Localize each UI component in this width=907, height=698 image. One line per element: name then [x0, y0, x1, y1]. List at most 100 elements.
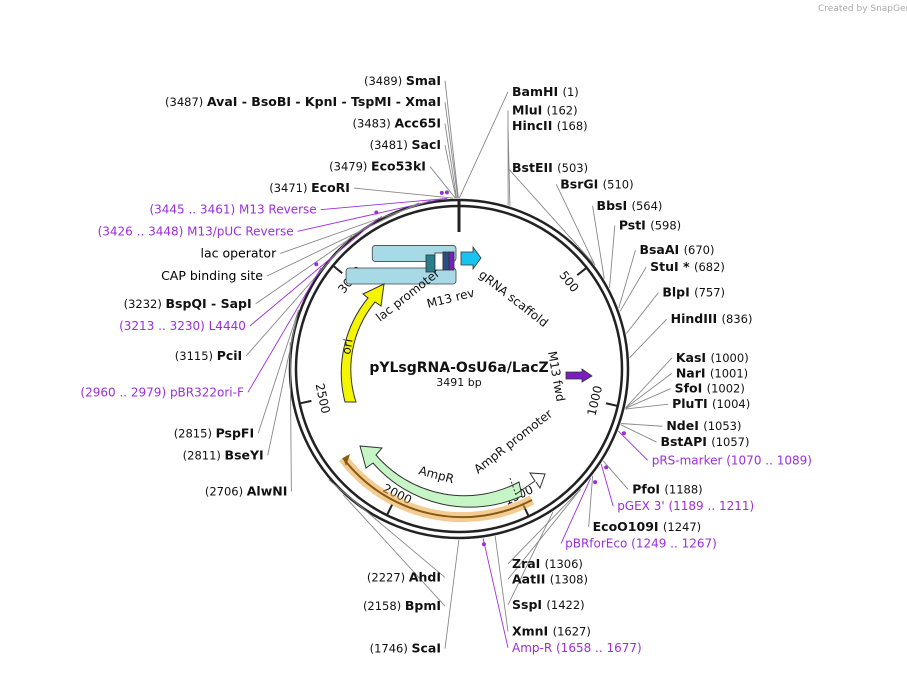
site-labels: (3489) SmaI (3487) AvaI - BsoBI - KpnI - …	[80, 73, 812, 656]
ampr-promoter-divider	[509, 477, 517, 496]
ori-feature-arrow[interactable]	[340, 283, 385, 403]
site-label-8[interactable]: (2815) PspFI	[174, 425, 254, 440]
ampr-promoter-label: AmpR promoter	[471, 407, 555, 477]
primer-label-3[interactable]: (2960 .. 2979) pBR322ori-F	[80, 385, 244, 399]
primer-label-2[interactable]: (3213 .. 3230) L4440	[119, 319, 246, 333]
site-leader-36	[494, 536, 509, 632]
site-label-7[interactable]: (3115) PciI	[175, 348, 242, 363]
boxed-feature-label: CAP binding site	[161, 268, 263, 283]
tick-label-1000: 1000	[585, 384, 606, 417]
site-label-28[interactable]: PluTI (1004)	[672, 396, 750, 411]
site-leader-2	[444, 123, 457, 199]
lac-promoter-block[interactable]	[434, 252, 444, 271]
site-label-30[interactable]: BstAPI (1057)	[660, 434, 749, 449]
site-label-0[interactable]: (3489) SmaI	[364, 73, 441, 88]
site-label-19[interactable]: BbsI (564)	[597, 198, 663, 213]
m13-fwd-arrow[interactable]	[565, 368, 593, 383]
site-label-31[interactable]: PfoI (1188)	[632, 482, 702, 497]
primer-label-1[interactable]: (3426 .. 3448) M13/pUC Reverse	[98, 224, 294, 238]
ori-label: ori	[339, 338, 355, 356]
site-label-33[interactable]: ZraI (1306)	[512, 556, 583, 571]
ampr-feature-arrow[interactable]	[359, 445, 523, 508]
tick-1000	[605, 402, 618, 407]
site-leader-9	[267, 310, 299, 456]
site-label-26[interactable]: NarI (1001)	[676, 365, 748, 380]
primer-leader-4	[618, 430, 649, 461]
site-label-18[interactable]: BsrGI (510)	[560, 176, 633, 191]
site-leader-20	[609, 225, 616, 288]
site-leader-4	[429, 166, 456, 199]
site-label-24[interactable]: HindIII (836)	[671, 311, 753, 326]
primer-site-mark-7	[481, 542, 486, 547]
site-leader-5	[353, 187, 453, 199]
tick-3000	[332, 264, 343, 274]
ampr-outline	[342, 457, 533, 519]
site-label-13[interactable]: (1746) ScaI	[370, 641, 441, 656]
grna-scaffold-label: gRNA scaffold	[476, 267, 551, 330]
site-label-17[interactable]: BstEII (503)	[512, 160, 588, 175]
site-label-14[interactable]: BamHI (1)	[512, 84, 579, 99]
site-leader-22	[619, 266, 647, 312]
boxed-feature-label: lac operator	[200, 245, 277, 260]
site-leader-6	[255, 215, 383, 305]
site-label-20[interactable]: PstI (598)	[619, 217, 681, 232]
site-label-34[interactable]: AatII (1308)	[512, 571, 588, 586]
site-label-25[interactable]: KasI (1000)	[676, 350, 749, 365]
site-label-22[interactable]: StuI * (682)	[650, 259, 725, 274]
site-label-9[interactable]: (2811) BseYI	[183, 447, 264, 462]
site-label-10[interactable]: (2706) AlwNI	[205, 483, 288, 498]
site-leader-34	[507, 489, 581, 580]
site-leader-3	[444, 145, 457, 199]
site-label-2[interactable]: (3483) Acc65I	[353, 116, 441, 131]
site-leader-32	[588, 475, 594, 527]
primer-label-5[interactable]: pGEX 3' (1189 .. 1211)	[617, 499, 754, 513]
site-label-4[interactable]: (3479) Eco53kI	[329, 159, 426, 174]
site-leader-17	[507, 167, 594, 264]
site-leader-16	[507, 125, 511, 206]
ampr-promoter-arrow[interactable]	[515, 472, 546, 495]
site-label-35[interactable]: SspI (1422)	[512, 597, 585, 612]
site-label-6[interactable]: (3232) BspQI - SapI	[124, 296, 252, 311]
site-label-29[interactable]: NdeI (1053)	[666, 418, 741, 433]
site-label-11[interactable]: (2227) AhdI	[367, 569, 441, 584]
site-leader-12	[343, 494, 446, 607]
site-label-23[interactable]: BlpI (757)	[662, 285, 725, 300]
primer-site-mark-3	[314, 262, 319, 267]
site-leader-1	[266, 202, 420, 277]
primer-label-4[interactable]: pRS-marker (1070 .. 1089)	[652, 453, 812, 467]
tick-500	[576, 266, 588, 276]
site-label-21[interactable]: BsaAI (670)	[639, 242, 714, 257]
primer-site-mark-1	[439, 190, 444, 195]
site-label-1[interactable]: (3487) AvaI - BsoBI - KpnI - TspMI - Xma…	[165, 94, 441, 109]
tick-label-2500: 2500	[313, 382, 333, 415]
site-label-5[interactable]: (3471) EcoRI	[269, 180, 350, 195]
cap-site-block[interactable]	[442, 251, 450, 271]
site-leader-33	[507, 488, 581, 565]
site-label-3[interactable]: (3481) SacI	[370, 137, 441, 152]
tick-2500	[299, 399, 312, 405]
m13-rev-block[interactable]	[448, 251, 455, 271]
grna-scaffold-arrow[interactable]	[460, 245, 482, 271]
site-label-32[interactable]: EcoO109I (1247)	[593, 519, 702, 534]
site-leader-25	[625, 357, 673, 409]
primer-label-7[interactable]: Amp-R (1658 .. 1677)	[512, 641, 642, 655]
primer-site-mark-4	[621, 431, 626, 436]
site-label-36[interactable]: XmnI (1627)	[512, 624, 591, 639]
primer-leader-5	[600, 463, 614, 507]
site-label-12[interactable]: (2158) BpmI	[363, 598, 441, 613]
site-label-16[interactable]: HincII (168)	[512, 118, 588, 133]
site-leader-11	[328, 479, 446, 578]
site-label-27[interactable]: SfoI (1002)	[675, 381, 745, 396]
site-leader-lines	[245, 80, 673, 649]
site-leader-13	[444, 539, 460, 649]
primer-label-6[interactable]: pBRforEco (1249 .. 1267)	[565, 536, 717, 550]
site-leader-30	[620, 424, 657, 443]
site-leader-18	[555, 184, 596, 266]
site-label-15[interactable]: MluI (162)	[512, 102, 578, 117]
plasmid-name: pYLsgRNA-OsU6a/LacZ	[369, 360, 548, 376]
primer-label-0[interactable]: (3445 .. 3461) M13 Reverse	[149, 203, 316, 217]
plasmid-size: 3491 bp	[436, 376, 481, 389]
site-leader-0	[444, 80, 459, 199]
boxed-feature-1[interactable]: CAP binding site	[161, 267, 457, 285]
